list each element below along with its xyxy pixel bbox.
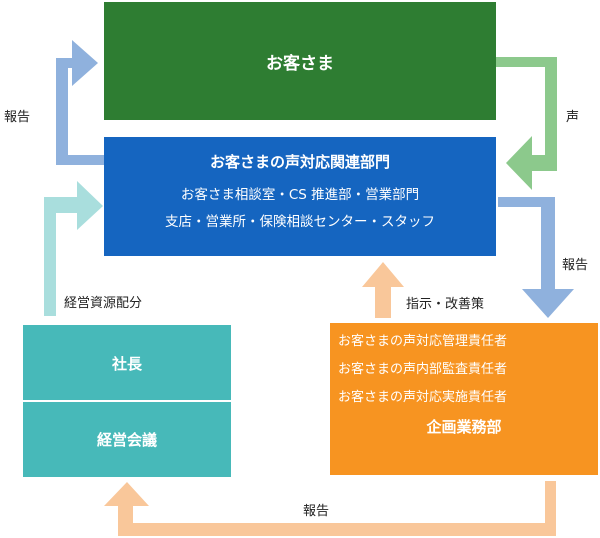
report-label-right: 報告 <box>562 258 589 273</box>
report-arrow-right <box>498 197 574 318</box>
customer-label: お客さま <box>266 53 334 74</box>
planning-role-line: お客さまの声対応実施責任者 <box>338 390 508 405</box>
customer-voice-departments-box: お客さまの声対応関連部門 お客さま相談室・CS 推進部・営業部門 支店・営業所・… <box>104 137 496 256</box>
instruction-label: 指示・改善策 <box>406 297 485 312</box>
management-meeting-cell: 経営会議 <box>96 430 157 449</box>
report-label-bottom: 報告 <box>303 504 330 519</box>
report-arrow-bottom <box>104 481 556 536</box>
management-divider <box>23 400 231 402</box>
customer-box: お客さま <box>104 2 496 120</box>
departments-line: お客さま相談室・CS 推進部・営業部門 <box>180 187 420 203</box>
resource-arrow <box>44 181 103 316</box>
report-arrow-left <box>56 40 104 165</box>
planning-department-box: お客さまの声対応管理責任者 お客さまの声内部監査責任者 お客さまの声対応実施責任… <box>330 323 598 475</box>
planning-role-line: お客さまの声内部監査責任者 <box>338 362 508 377</box>
voice-label: 声 <box>566 110 580 125</box>
management-box: 社長 経営会議 <box>23 325 231 477</box>
report-label-left: 報告 <box>4 110 31 125</box>
instruction-arrow <box>362 262 404 318</box>
departments-title: お客さまの声対応関連部門 <box>209 153 390 171</box>
resource-allocation-label: 経営資源配分 <box>64 296 143 311</box>
president-cell: 社長 <box>111 354 142 373</box>
voice-arrow <box>496 57 557 190</box>
planning-role-line: お客さまの声対応管理責任者 <box>338 334 508 349</box>
planning-title: 企画業務部 <box>426 418 502 436</box>
departments-line: 支店・営業所・保険相談センター・スタッフ <box>165 214 435 230</box>
